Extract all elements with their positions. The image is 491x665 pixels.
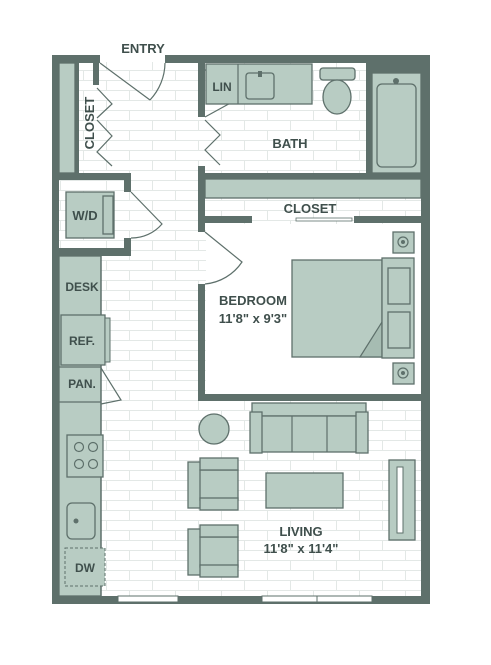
- washer-dryer-panel: [102, 195, 114, 235]
- sofa-seat: [255, 415, 363, 453]
- label-lin: LIN: [212, 80, 231, 94]
- wall-top-right: [165, 55, 430, 63]
- wall-bath-left-mid: [198, 166, 205, 232]
- burner-icon-2: [87, 441, 99, 453]
- burner-icon-1: [73, 441, 85, 453]
- closet-bifold-door-bottom: [96, 119, 113, 167]
- burner-icon-3: [73, 458, 85, 470]
- kitchen-faucet-icon: [73, 518, 79, 524]
- cooktop: [66, 434, 104, 478]
- exterior-walls: [52, 55, 430, 604]
- wall-tub-left: [366, 63, 372, 173]
- interior-walls: [59, 63, 421, 401]
- armchair-top-arm-2: [199, 497, 239, 511]
- wall-bedroom-bottom: [198, 394, 421, 401]
- wall-closet-bottom: [59, 173, 131, 180]
- label-closet-bedroom: CLOSET: [284, 201, 337, 216]
- wall-bath-bottom: [205, 173, 421, 179]
- doors: [96, 62, 353, 405]
- label-desk: DESK: [65, 280, 99, 294]
- burner-icon-4: [87, 458, 99, 470]
- wall-wd-right-top: [124, 180, 131, 192]
- label-bedroom-size: 11'8" x 9'3": [219, 311, 287, 326]
- wall-bath-left-top: [198, 63, 205, 117]
- sofa-back: [251, 402, 367, 417]
- wall-closet-front-top: [93, 63, 99, 85]
- pillow-top: [387, 267, 411, 305]
- label-pan: PAN.: [68, 377, 96, 391]
- label-living-name: LIVING: [279, 524, 322, 539]
- wall-bed-left-bottom: [198, 284, 205, 401]
- wall-wd-bottom: [59, 248, 131, 256]
- sofa-arm-right: [355, 411, 369, 454]
- wall-bottom: [52, 596, 430, 604]
- wall-top-left: [52, 55, 100, 63]
- tub-faucet-icon: [393, 78, 399, 84]
- label-bath: BATH: [272, 136, 307, 151]
- wall-bedroom-closet-left: [205, 216, 252, 223]
- side-table-round: [198, 413, 230, 445]
- bed: [291, 259, 383, 358]
- sofa-arm-left: [249, 411, 263, 454]
- label-dw: DW: [75, 561, 96, 575]
- lin-bath-bifold-door: [204, 119, 221, 166]
- lamp-icon-bottom: [397, 367, 409, 379]
- wall-right: [421, 55, 430, 604]
- faucet-icon: [258, 71, 262, 77]
- wall-left: [52, 55, 59, 604]
- label-living-size: 11'8" x 11'4": [264, 541, 339, 556]
- label-entry: ENTRY: [121, 41, 165, 56]
- armchair-top-seat: [199, 469, 239, 501]
- wd-door-swing: [130, 191, 163, 239]
- wall-tub-top: [366, 63, 421, 73]
- wall-bedroom-closet-right: [354, 216, 421, 223]
- toilet-bowl: [322, 79, 352, 115]
- closet-bifold-door-top: [96, 87, 113, 119]
- toilet-tank: [319, 67, 356, 81]
- entry-closet-shelf: [58, 62, 76, 174]
- coffee-table: [265, 472, 344, 509]
- label-closet-entry: CLOSET: [82, 97, 97, 150]
- armchair-top-arm-1: [199, 457, 239, 471]
- entry-door-swing: [99, 62, 166, 101]
- bedroom-closet-rod: [204, 178, 422, 199]
- tv-screen: [396, 466, 404, 534]
- lamp-icon-top: [397, 236, 409, 248]
- dishwasher: [64, 547, 106, 587]
- label-ref: REF.: [69, 334, 95, 348]
- wall-wd-right-bottom: [124, 238, 131, 256]
- pillow-bottom: [387, 311, 411, 349]
- label-bedroom-name: BEDROOM: [219, 293, 287, 308]
- refrigerator-handle: [104, 317, 111, 363]
- kitchen-sink: [66, 502, 96, 540]
- refrigerator: [60, 314, 106, 366]
- windows: [117, 595, 373, 603]
- armchair-bottom-arm-2: [199, 564, 239, 578]
- armchair-bottom-seat: [199, 536, 239, 568]
- bedroom-door-swing: [204, 231, 243, 285]
- label-wd: W/D: [72, 208, 97, 223]
- wall-closet-left-divider: [75, 63, 79, 173]
- closet-sliding-door: [295, 217, 353, 222]
- bathtub-basin: [376, 83, 417, 168]
- window-bottom-left: [117, 595, 179, 603]
- pantry-door-swing: [100, 367, 122, 405]
- armchair-bottom-arm-1: [199, 524, 239, 538]
- kitchen-counter: [58, 255, 102, 597]
